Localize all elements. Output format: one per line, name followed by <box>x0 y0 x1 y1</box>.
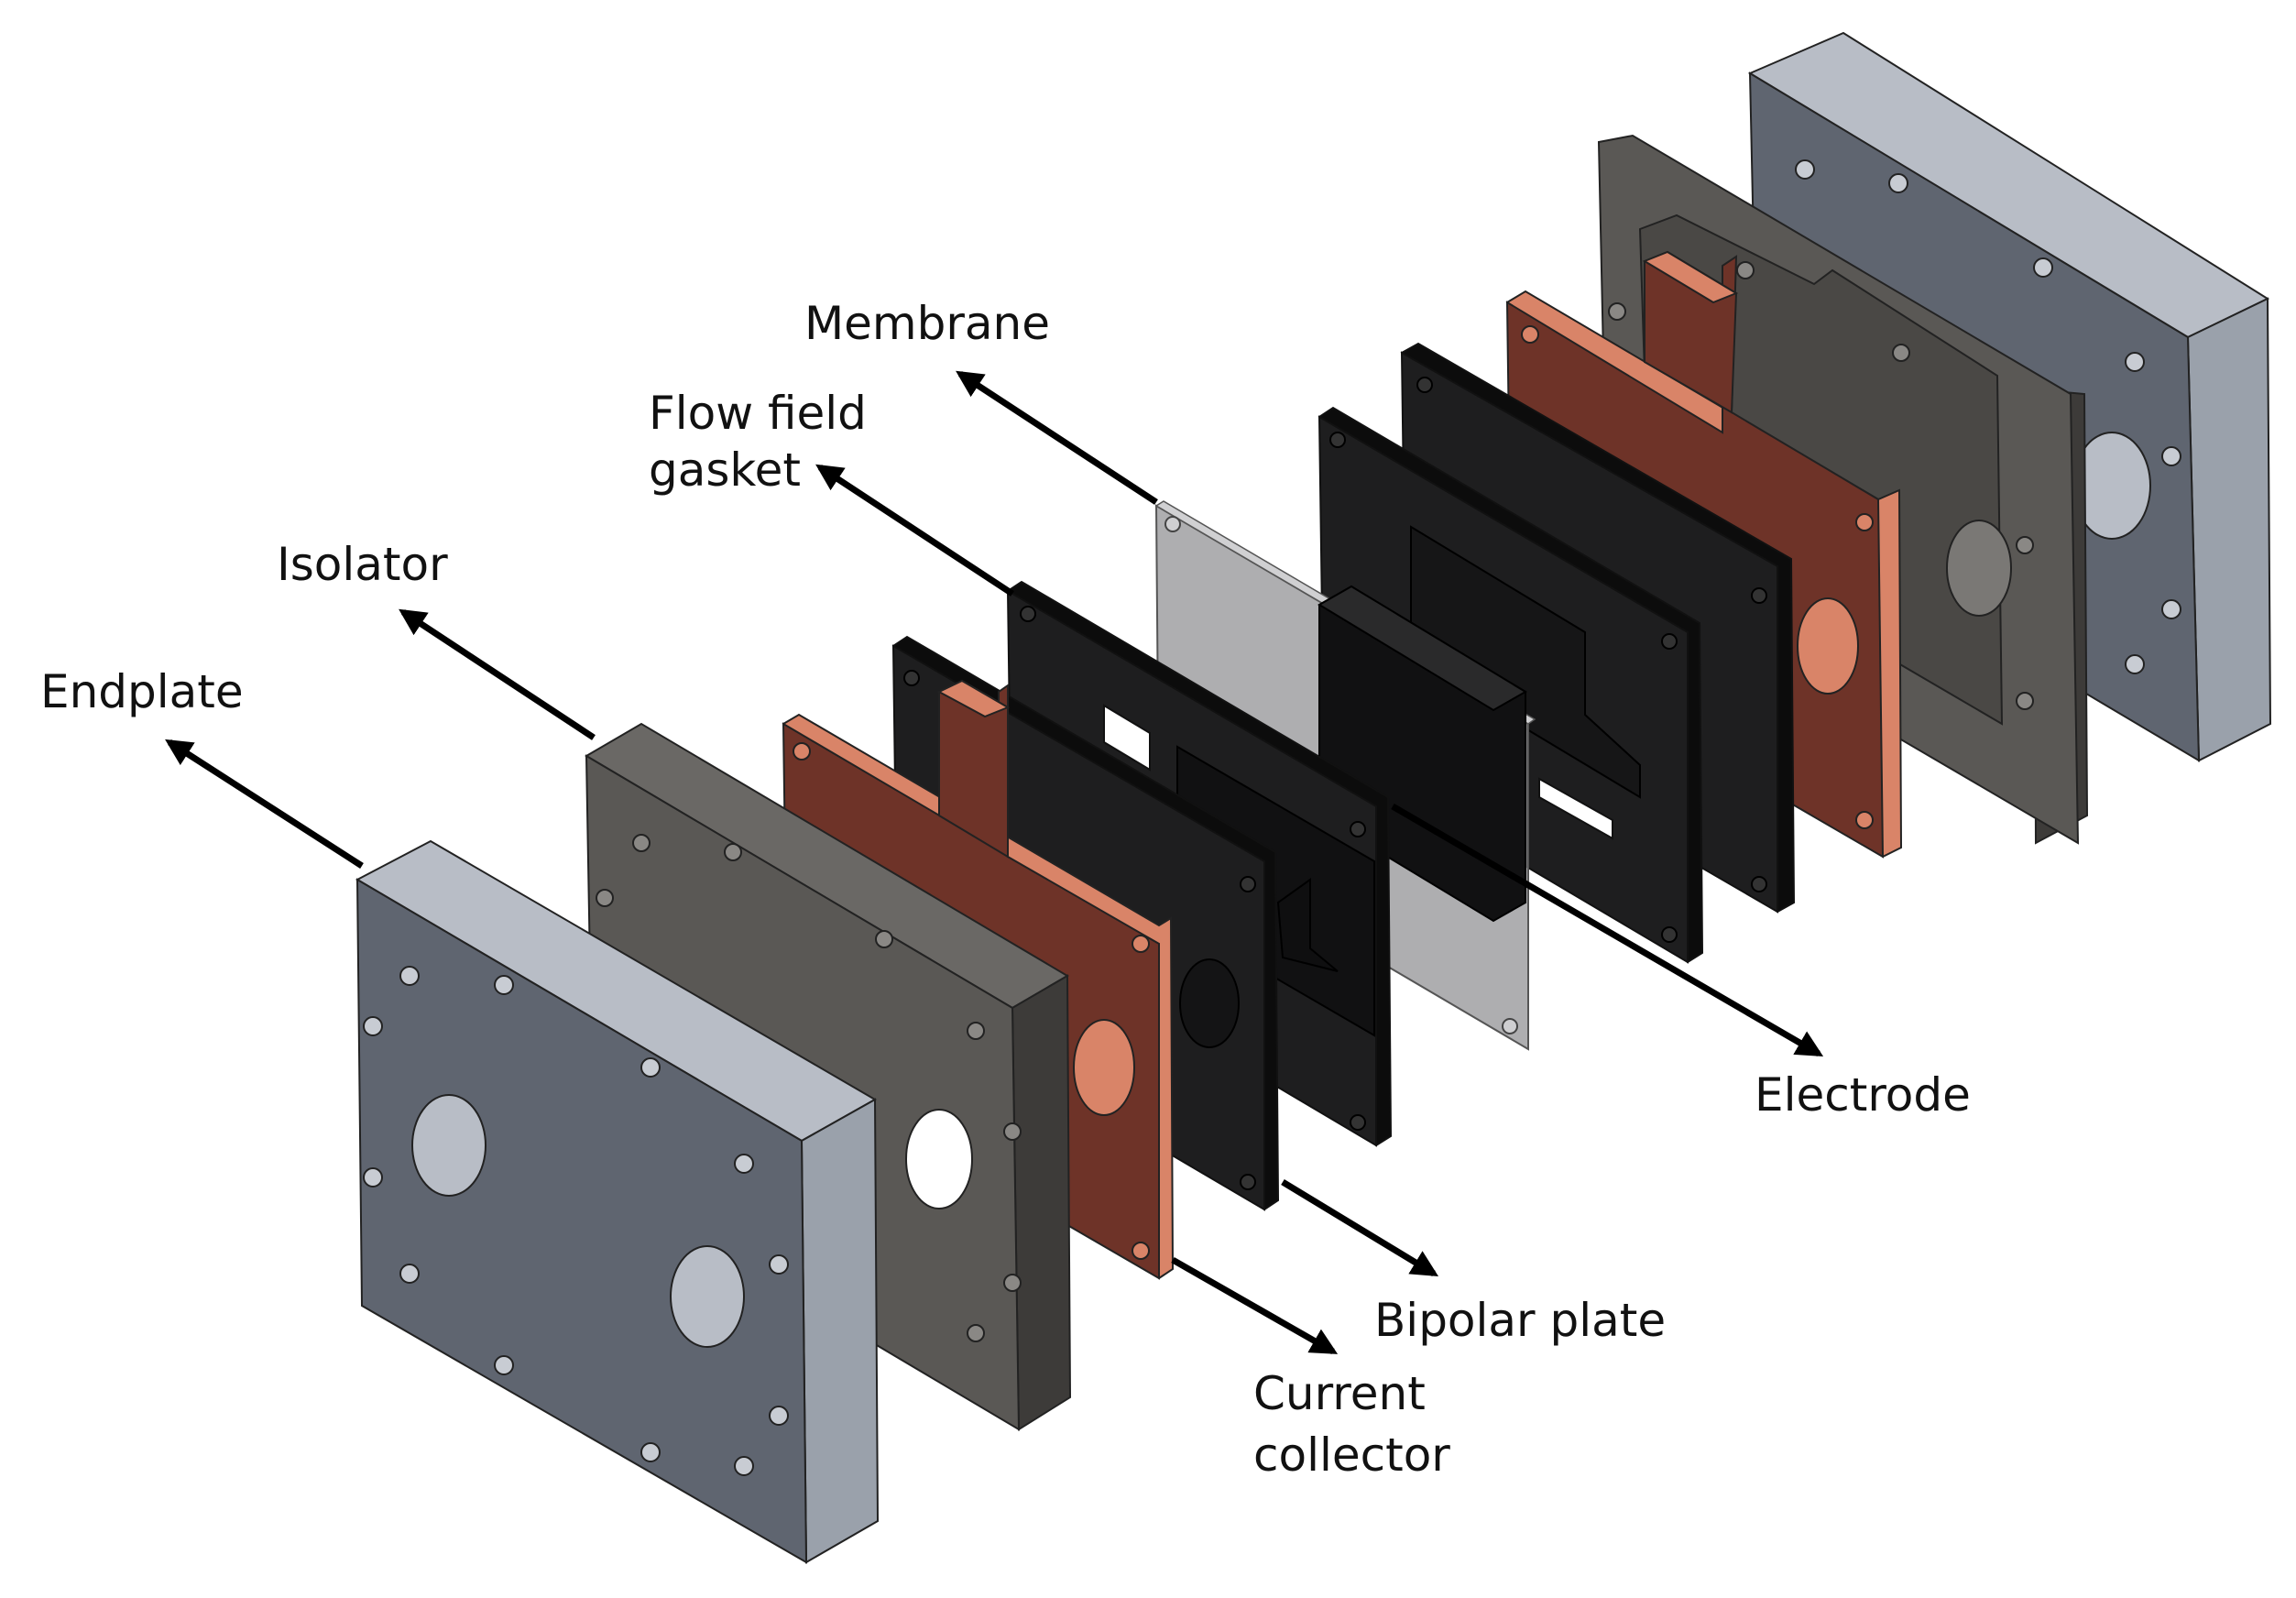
bolt-hole <box>399 966 420 986</box>
label-bipolar-plate: Bipolar plate <box>1374 1294 1666 1347</box>
bolt-hole <box>363 1016 383 1036</box>
bolt-hole <box>1736 261 1755 279</box>
arrow-current-collector <box>1171 1256 1339 1355</box>
bolt-hole <box>363 1167 383 1188</box>
label-flow-field-line1: Flow field <box>649 387 867 440</box>
front-bipolar-port <box>1179 958 1240 1048</box>
front-endplate <box>355 839 880 1564</box>
back-gasket-slot <box>1538 777 1613 840</box>
bolt-hole <box>1608 302 1626 321</box>
bolt-hole <box>1888 173 1908 193</box>
bolt-hole <box>903 670 920 686</box>
bolt-hole <box>1502 1018 1518 1034</box>
bolt-hole <box>2033 257 2053 278</box>
bolt-hole <box>769 1254 789 1275</box>
label-flow-field-line2: gasket <box>649 443 801 497</box>
bolt-hole <box>1350 1114 1366 1131</box>
bolt-hole <box>596 889 614 907</box>
bolt-hole <box>793 742 811 761</box>
front-endplate-face <box>355 878 808 1564</box>
bolt-hole <box>734 1456 754 1476</box>
bolt-hole <box>1661 926 1678 943</box>
bolt-hole <box>734 1154 754 1174</box>
back-copper-port <box>1797 597 1859 695</box>
arrow-membrane <box>956 370 1158 505</box>
bolt-hole <box>399 1264 420 1284</box>
back-copper-tab-top <box>1642 250 1739 304</box>
bolt-hole <box>769 1406 789 1426</box>
bolt-hole <box>640 1057 661 1078</box>
arrow-flow-field-gasket <box>815 464 1014 597</box>
label-current-collector-line2: collector <box>1253 1428 1450 1482</box>
front-copper-tab-top <box>936 679 1011 718</box>
label-electrode: Electrode <box>1755 1068 1971 1122</box>
bolt-hole <box>724 843 742 861</box>
bolt-hole <box>2016 536 2034 554</box>
bolt-hole <box>1164 516 1181 532</box>
bolt-hole <box>1132 1242 1150 1260</box>
bolt-hole <box>1521 325 1539 344</box>
bolt-hole <box>494 1355 514 1375</box>
label-membrane: Membrane <box>804 297 1050 350</box>
arrow-isolator <box>399 608 596 740</box>
bolt-hole <box>1751 876 1767 892</box>
bolt-hole <box>632 834 651 852</box>
leader-arrows <box>165 370 1824 1355</box>
bolt-hole <box>1240 1174 1256 1190</box>
bolt-hole <box>1020 606 1036 622</box>
bolt-hole <box>494 975 514 995</box>
bolt-hole <box>2125 654 2145 674</box>
bolt-hole <box>2125 352 2145 372</box>
back-endplate-side <box>2186 297 2272 762</box>
front-endplate-side <box>800 1098 880 1564</box>
arrow-endplate <box>165 739 364 869</box>
label-current-collector-line1: Current <box>1253 1367 1426 1420</box>
bolt-hole <box>1855 513 1874 531</box>
bolt-hole <box>640 1442 661 1462</box>
bolt-hole <box>2161 446 2181 466</box>
bolt-hole <box>1003 1122 1022 1141</box>
front-gasket-slot <box>1103 704 1151 772</box>
bolt-hole <box>1132 935 1150 953</box>
back-isolator-port <box>1946 520 2012 617</box>
bolt-hole <box>2161 599 2181 619</box>
bolt-hole <box>1855 811 1874 829</box>
bolt-hole <box>967 1022 985 1040</box>
component-labels: Membrane Flow field gasket Isolator Endp… <box>40 297 1971 1482</box>
front-endplate-port-upper <box>411 1094 487 1197</box>
bolt-hole <box>1751 587 1767 604</box>
label-endplate: Endplate <box>40 665 244 718</box>
bolt-hole <box>1661 633 1678 650</box>
arrow-bipolar-plate <box>1281 1179 1439 1277</box>
bolt-hole <box>1350 821 1366 837</box>
bolt-hole <box>1003 1274 1022 1292</box>
front-isolator-port <box>905 1109 973 1209</box>
bolt-hole <box>2016 692 2034 710</box>
label-isolator: Isolator <box>277 538 448 591</box>
bolt-hole <box>1416 377 1433 393</box>
bolt-hole <box>1240 876 1256 892</box>
front-isolator-side <box>1011 974 1072 1431</box>
front-bipolar-channel <box>1276 878 1339 972</box>
bolt-hole <box>1795 159 1815 180</box>
arrow-electrode <box>1391 803 1824 1057</box>
bolt-hole <box>875 930 893 948</box>
front-copper-port <box>1073 1019 1135 1116</box>
bolt-hole <box>1329 432 1346 448</box>
bolt-hole <box>967 1324 985 1342</box>
bolt-hole <box>1892 344 1910 362</box>
front-endplate-port-lower <box>670 1245 745 1348</box>
electrode-top <box>1317 585 1527 712</box>
